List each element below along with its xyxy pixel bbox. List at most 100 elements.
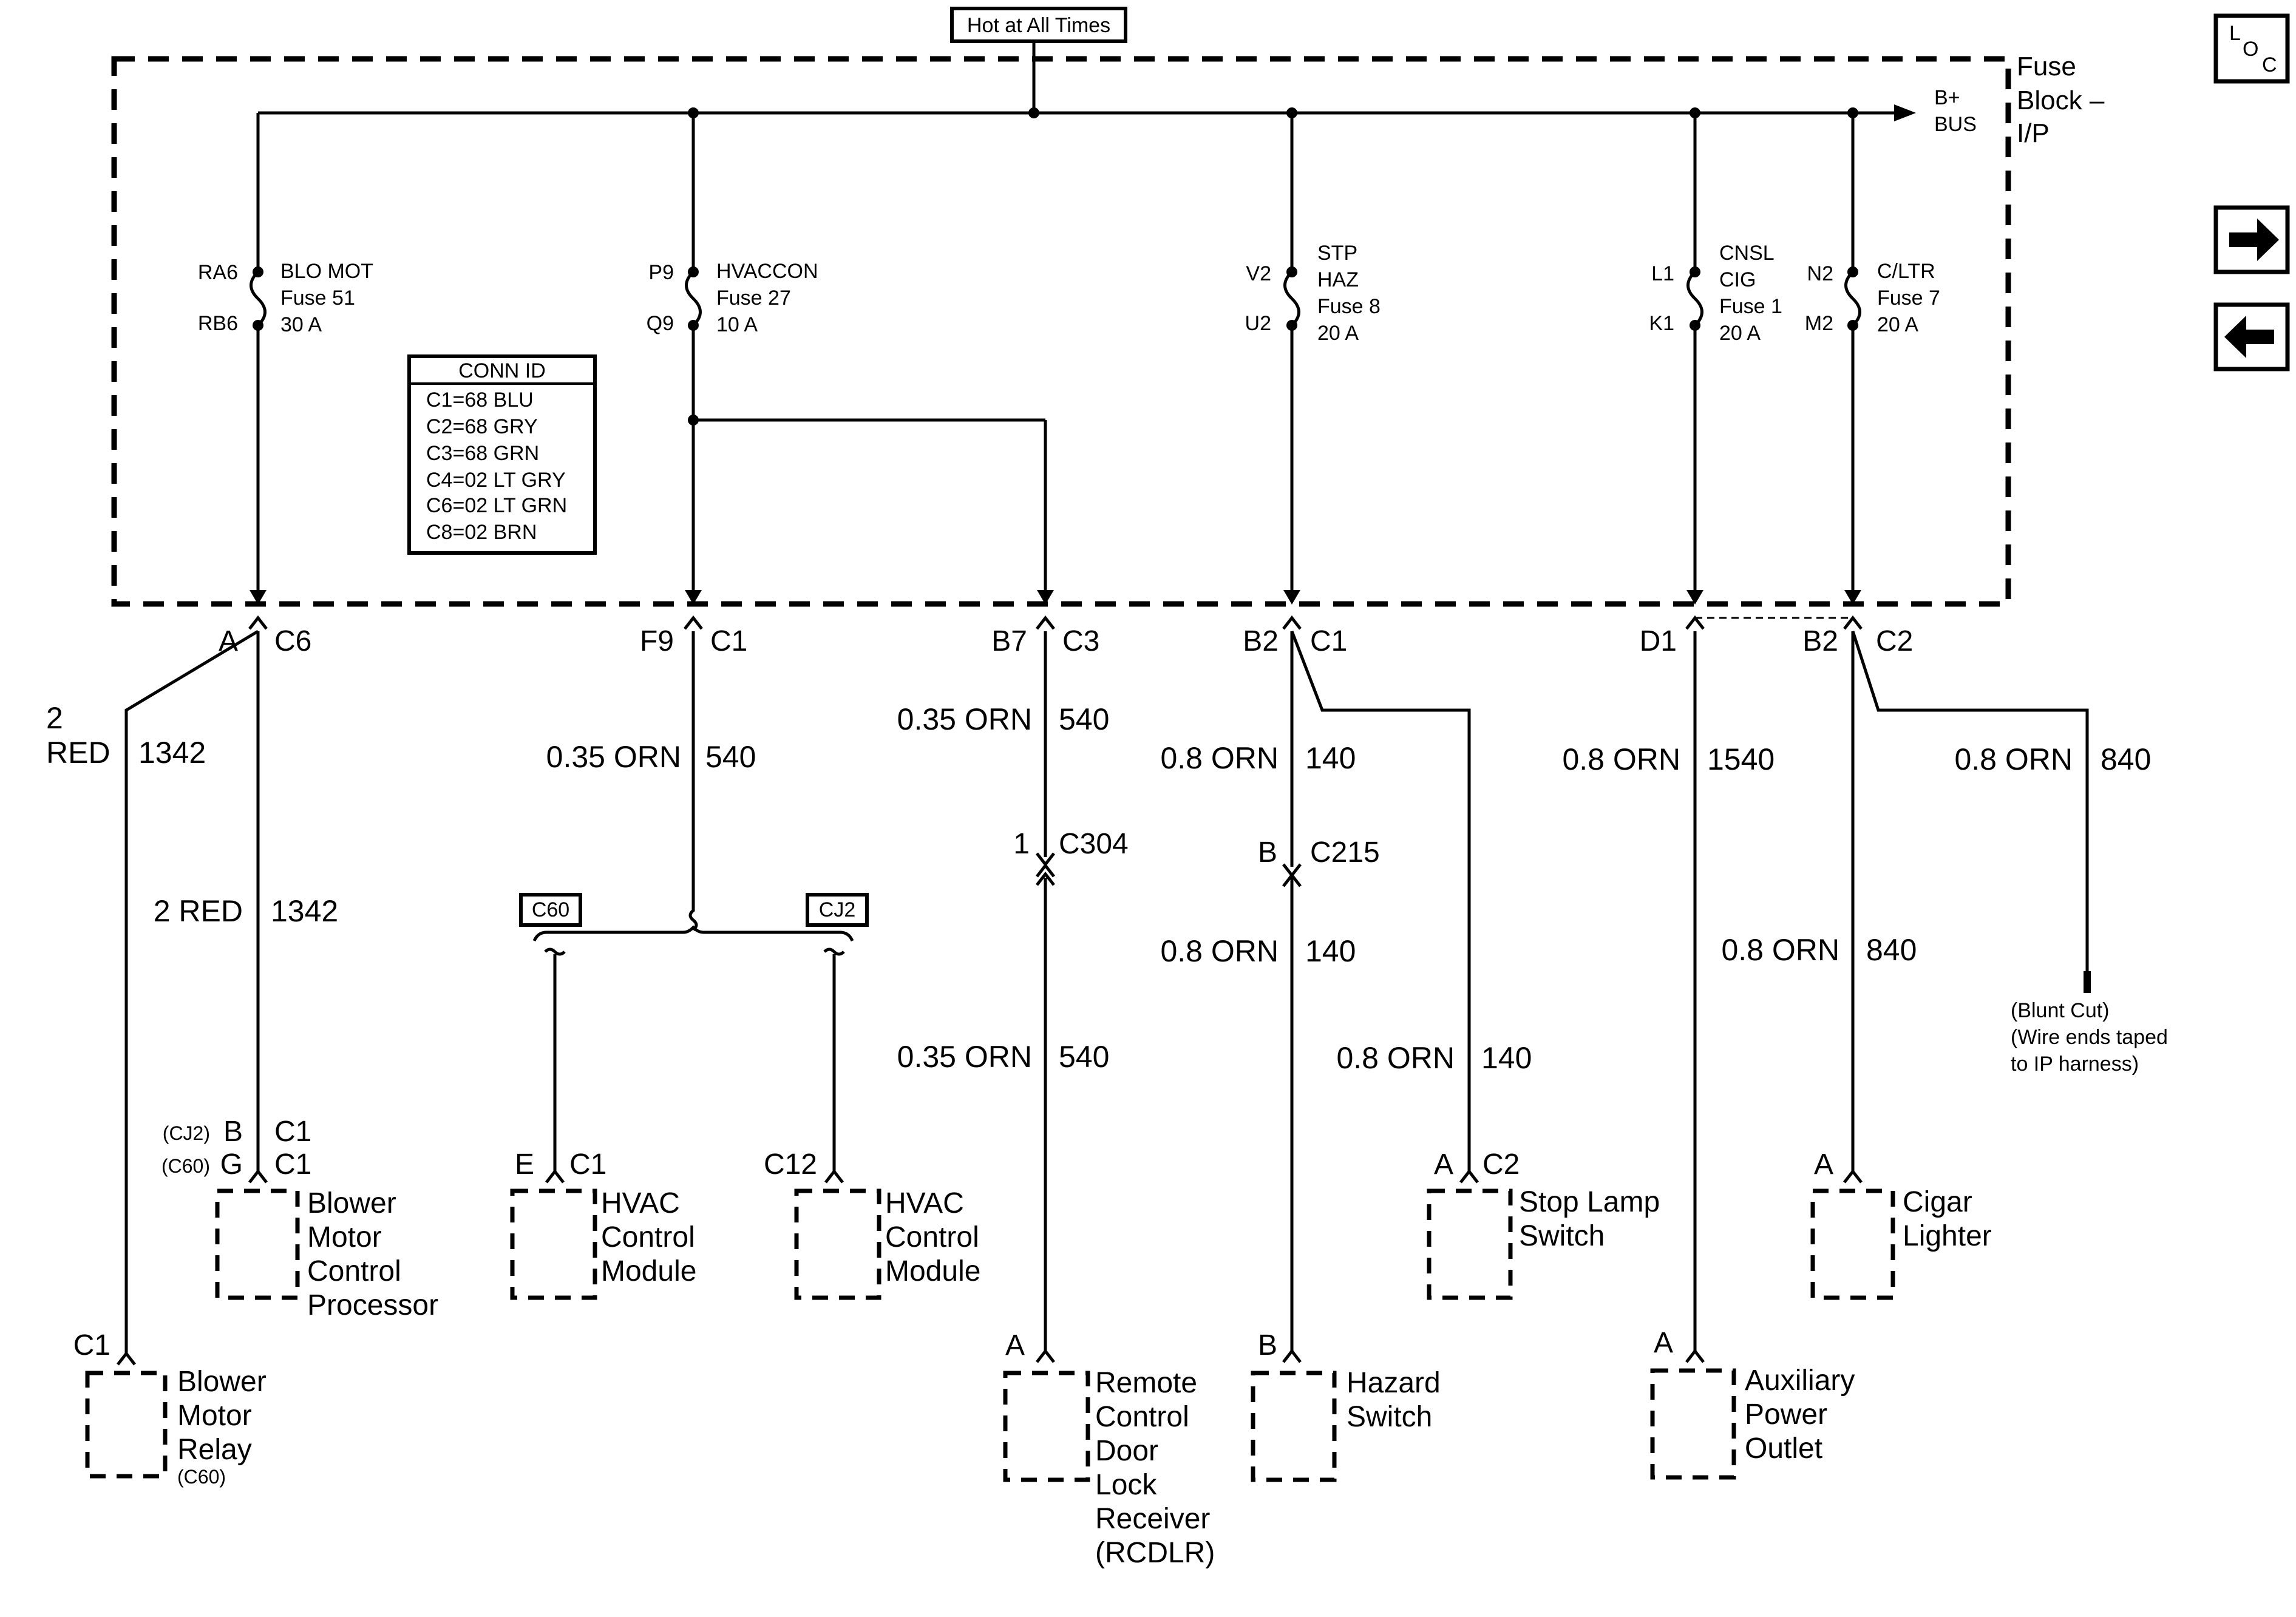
- pin: C1: [73, 1329, 110, 1361]
- splice-tag-right: CJ2: [819, 898, 855, 921]
- component-pin-arrows: [117, 1168, 1863, 1366]
- wire-runs: [124, 629, 2091, 1354]
- splice-tag-box: [806, 893, 869, 927]
- pin: G: [220, 1148, 243, 1181]
- wire-circuit: 140: [1481, 1041, 1532, 1075]
- conn: C2: [1483, 1148, 1520, 1181]
- wire-circuit: 1540: [1707, 742, 1775, 776]
- fuse3-top-pin: V2: [1246, 262, 1271, 285]
- component-name: Switch: [1347, 1401, 1432, 1433]
- component-name: Module: [885, 1255, 980, 1287]
- hot-label-box: [950, 7, 1127, 43]
- fuse4-top-pin: L1: [1651, 262, 1674, 285]
- component-name: Door: [1095, 1435, 1158, 1467]
- fuse-block-outline: [111, 56, 2011, 607]
- wire-circuit: 1342: [271, 894, 338, 928]
- conn: C1: [569, 1148, 606, 1181]
- wire-size: 0.8 ORN: [1562, 742, 1680, 776]
- fuse2-rating: 10 A: [716, 313, 758, 336]
- next-page-button[interactable]: [2213, 205, 2290, 274]
- connector-pin: F9: [640, 625, 674, 657]
- inline-conn: C304: [1059, 828, 1129, 860]
- component-name: Processor: [307, 1289, 438, 1321]
- pin: A: [1005, 1329, 1025, 1361]
- fuse2-number: Fuse 27: [716, 286, 791, 310]
- wire-size: 0.8 ORN: [1160, 934, 1279, 968]
- fuse3-bottom-pin: U2: [1245, 312, 1271, 335]
- component-name: Lock: [1095, 1469, 1157, 1501]
- component-name: Control: [1095, 1401, 1189, 1433]
- fuse3-rating: 20 A: [1317, 322, 1359, 345]
- component-name: Control: [307, 1255, 401, 1287]
- inline-pin: B: [1258, 836, 1277, 869]
- connector-pin: D1: [1640, 625, 1677, 657]
- wire-size: 0.8 ORN: [1336, 1041, 1455, 1075]
- rcdlr: [1003, 1371, 1090, 1482]
- wire-circuit: 540: [1059, 702, 1109, 736]
- wire-size: 0.35 ORN: [897, 702, 1032, 736]
- fuse-block-title-3: I/P: [2017, 118, 2050, 148]
- conn-id-row: C8=02 BRN: [426, 521, 537, 544]
- component-name: Blower: [307, 1187, 396, 1219]
- pin: A: [1654, 1327, 1673, 1359]
- conn-id-row: C2=68 GRY: [426, 415, 538, 438]
- blower-motor-relay: [85, 1371, 168, 1479]
- connector-pin: B2: [1802, 625, 1838, 657]
- connector-name: C6: [274, 625, 311, 657]
- component-name: Module: [601, 1255, 696, 1287]
- wire-circuit-1342: 1342: [138, 736, 206, 770]
- splice-tag-left: C60: [532, 898, 569, 921]
- wire-size-1342-a: 2: [46, 701, 63, 735]
- fuse-wires: [250, 113, 1861, 605]
- hazard-switch: [1251, 1371, 1337, 1482]
- fuse5-rating: 20 A: [1877, 313, 1918, 336]
- previous-page-button[interactable]: [2213, 302, 2290, 371]
- blunt-cut-note: to IP harness): [2011, 1053, 2139, 1076]
- bus-label-1: B+: [1934, 86, 1960, 109]
- fuse-block-title-2: Block –: [2017, 86, 2105, 115]
- fuse4-bottom-pin: K1: [1649, 312, 1674, 335]
- fuse5-top-pin: N2: [1807, 262, 1833, 285]
- wire-circuit: 140: [1305, 741, 1356, 775]
- wire-circuit: 840: [1866, 933, 1917, 967]
- component-name: HVAC: [885, 1187, 964, 1219]
- conn-id-row: C4=02 LT GRY: [426, 469, 566, 492]
- connector-symbols: [248, 615, 1863, 630]
- auxiliary-power-outlet: [1650, 1368, 1736, 1480]
- fuse4-rating: 20 A: [1719, 322, 1761, 345]
- component-name: Stop Lamp: [1519, 1186, 1660, 1218]
- component-name: Blower: [177, 1366, 267, 1398]
- fuse4-name-1: CNSL: [1719, 242, 1775, 265]
- right-arrow-icon: [2229, 219, 2279, 261]
- conn: C1: [274, 1148, 311, 1181]
- conn-id-table: [407, 354, 597, 555]
- fuse3-name-2: HAZ: [1317, 268, 1359, 291]
- connector-name: C2: [1876, 625, 1913, 657]
- wire-size: 0.8 ORN: [1160, 741, 1279, 775]
- fuse1-bottom-pin: RB6: [198, 312, 238, 335]
- fuse1-rating: 30 A: [280, 313, 322, 336]
- wire-circuit: 840: [2101, 742, 2151, 776]
- fuse5-bottom-pin: M2: [1805, 312, 1833, 335]
- fuse1-top-pin: RA6: [198, 261, 238, 284]
- wire-circuit: 140: [1305, 934, 1356, 968]
- pin: B: [223, 1116, 243, 1148]
- pin-note: (C60): [161, 1155, 210, 1177]
- component-name: Switch: [1519, 1220, 1605, 1252]
- component-name: Power: [1745, 1398, 1827, 1431]
- pin: C12: [764, 1148, 817, 1181]
- inline-conn: C215: [1310, 836, 1380, 869]
- splice-tag-box: [519, 893, 582, 927]
- wire-size-1342-b: RED: [46, 736, 110, 770]
- component-name: Cigar: [1903, 1186, 1972, 1218]
- loc-button[interactable]: L O C: [2213, 13, 2290, 84]
- pin-note: (CJ2): [163, 1122, 210, 1144]
- fuse2-bottom-pin: Q9: [647, 312, 674, 335]
- component-note: (C60): [177, 1466, 226, 1488]
- connector-name: C3: [1062, 625, 1099, 657]
- fuse1-number: Fuse 51: [280, 286, 355, 310]
- connector-pin: B2: [1243, 625, 1279, 657]
- pin: B: [1258, 1329, 1277, 1361]
- loc-letter-c: C: [2262, 53, 2277, 76]
